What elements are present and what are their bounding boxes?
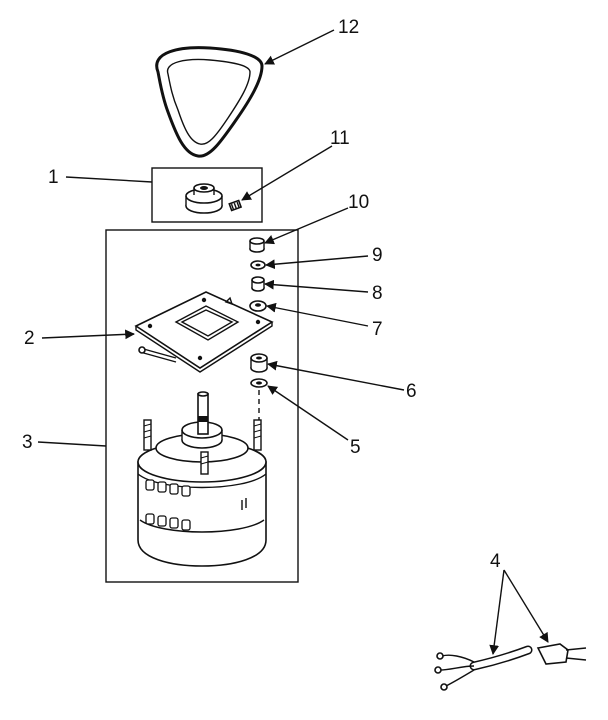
motor-icon: [137, 391, 267, 567]
callout-5: 5: [350, 437, 361, 458]
set-screw-icon: [228, 199, 243, 212]
callout-10: 10: [348, 192, 369, 213]
grommet-icon: [251, 276, 265, 292]
belt-icon: [155, 46, 264, 158]
pulley-icon: [185, 183, 223, 214]
callout-3: 3: [22, 432, 33, 453]
pulley-inset-frame: [151, 167, 263, 223]
callout-4: 4: [490, 551, 501, 572]
bushing-icon: [249, 300, 267, 312]
callout-12: 12: [338, 17, 359, 38]
spacer-icon: [250, 353, 268, 373]
callout-labels: 12 1 11 10 9 8 7 2 6 5 3 4: [22, 17, 501, 572]
leader-lines: [37, 29, 549, 655]
mounting-plate-icon: [134, 291, 274, 373]
nut-icon: [249, 237, 265, 253]
washer-icon: [250, 260, 266, 270]
callout-8: 8: [372, 283, 383, 304]
power-cord-icon: [434, 643, 587, 691]
callout-2: 2: [24, 328, 35, 349]
washer-icon: [250, 378, 268, 388]
callout-9: 9: [372, 245, 383, 266]
callout-1: 1: [48, 167, 59, 188]
callout-6: 6: [406, 381, 417, 402]
callout-7: 7: [372, 319, 383, 340]
callout-11: 11: [330, 128, 350, 149]
